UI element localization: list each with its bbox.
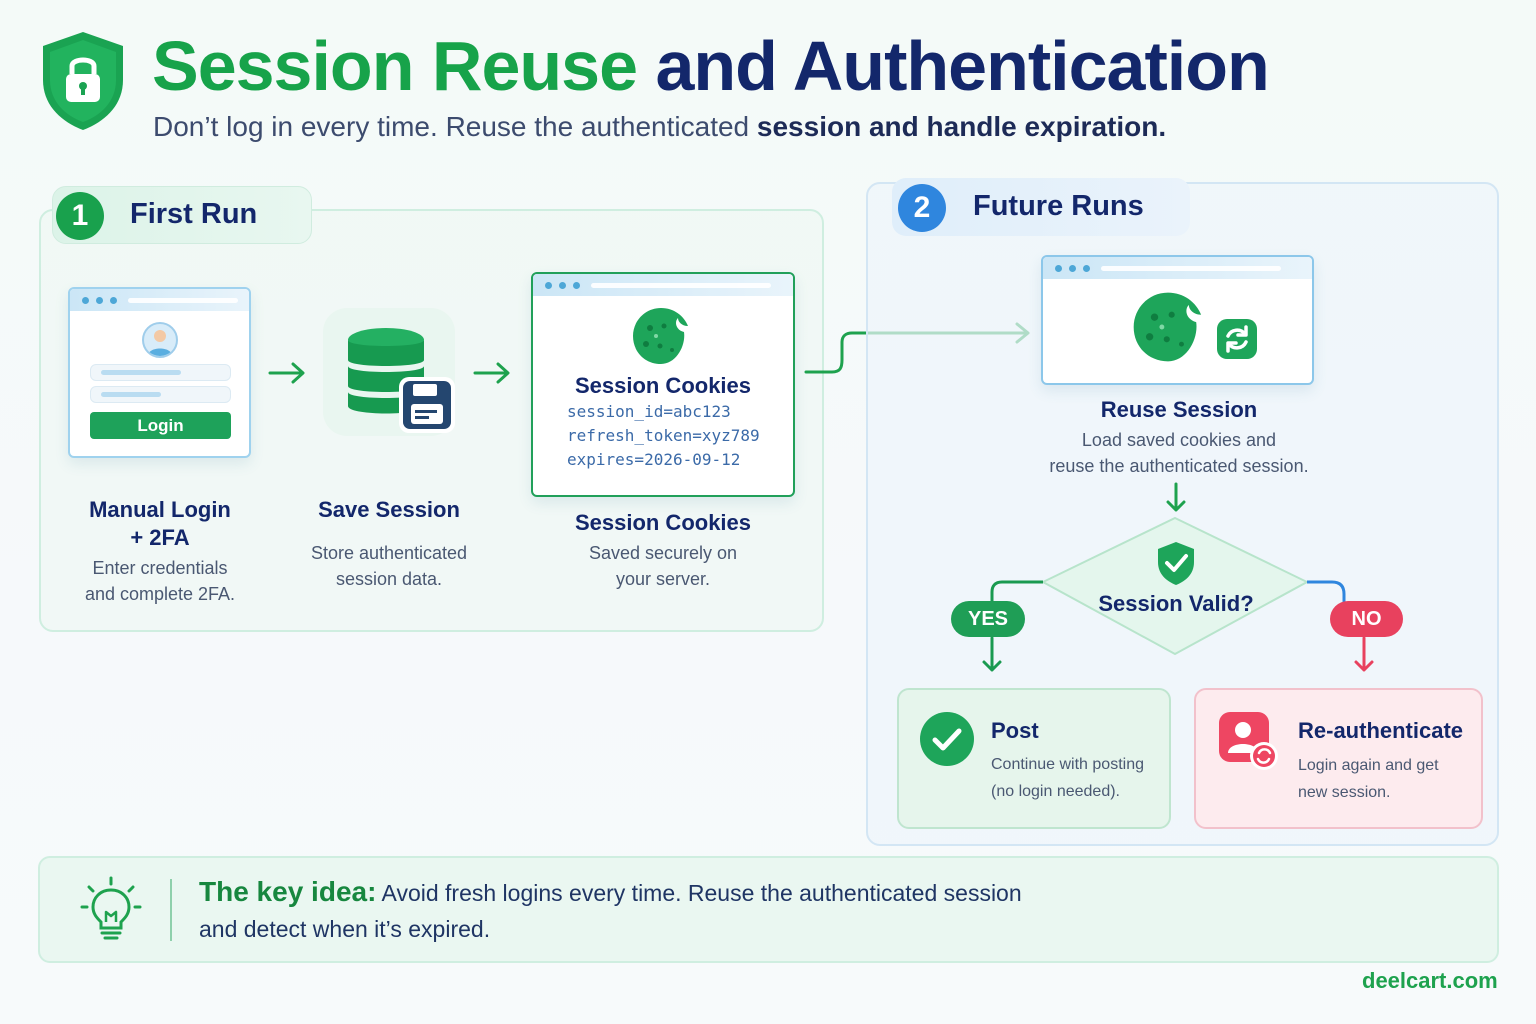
reuse-session-title: Reuse Session xyxy=(1100,397,1258,422)
yes-badge: YES xyxy=(951,601,1025,637)
decision-diamond xyxy=(982,516,1374,672)
cookie-window-title: Session Cookies xyxy=(574,373,752,398)
post-title: Post xyxy=(991,718,1039,743)
post-desc: Continue with posting(no login needed). xyxy=(991,756,1144,800)
step-number-2: 2 xyxy=(898,184,946,232)
key-idea-text: The key idea: Avoid fresh logins every t… xyxy=(199,876,1022,942)
session-cookies-title: Session Cookies xyxy=(574,510,752,535)
cookie-value-session-id: session_id=abc123 xyxy=(567,402,731,421)
arrow-right-icon xyxy=(268,362,305,384)
check-circle-icon xyxy=(920,712,974,766)
shield-check-icon xyxy=(1158,542,1194,585)
cookie-value-refresh-token: refresh_token=xyz789 xyxy=(567,426,760,445)
username-field xyxy=(90,364,231,381)
arrow-right-icon xyxy=(473,362,510,384)
user-avatar-icon xyxy=(142,322,178,358)
key-idea-divider xyxy=(170,879,172,941)
arrow-down-icon xyxy=(1166,482,1186,512)
step-number-1: 1 xyxy=(56,192,104,240)
user-refresh-icon xyxy=(1219,712,1278,770)
future-runs-label: Future Runs xyxy=(973,190,1144,222)
cookie-icon xyxy=(633,308,688,364)
password-field xyxy=(90,386,231,403)
cookie-value-expires: expires=2026-09-12 xyxy=(567,450,741,469)
decision-label: Session Valid? xyxy=(1098,591,1254,616)
shield-lock-icon xyxy=(43,32,123,130)
no-badge: NO xyxy=(1330,601,1403,637)
page-title: Session Reuse and Authentication xyxy=(152,27,1270,105)
manual-login-title: Manual Login+ 2FA xyxy=(89,497,231,550)
key-idea-box xyxy=(38,856,1499,963)
page-subtitle: Don’t log in every time. Reuse the authe… xyxy=(153,111,1167,142)
save-session-title: Save Session xyxy=(318,497,460,522)
floppy-save-icon xyxy=(399,377,455,433)
lightbulb-icon xyxy=(80,876,142,940)
login-button: Login xyxy=(90,412,231,439)
reauthenticate-title: Re-authenticate xyxy=(1298,718,1464,743)
brand-watermark: deelcart.com xyxy=(1362,968,1498,993)
first-run-label: First Run xyxy=(130,198,258,230)
cookie-icon xyxy=(1133,292,1202,362)
refresh-icon xyxy=(1217,319,1257,359)
